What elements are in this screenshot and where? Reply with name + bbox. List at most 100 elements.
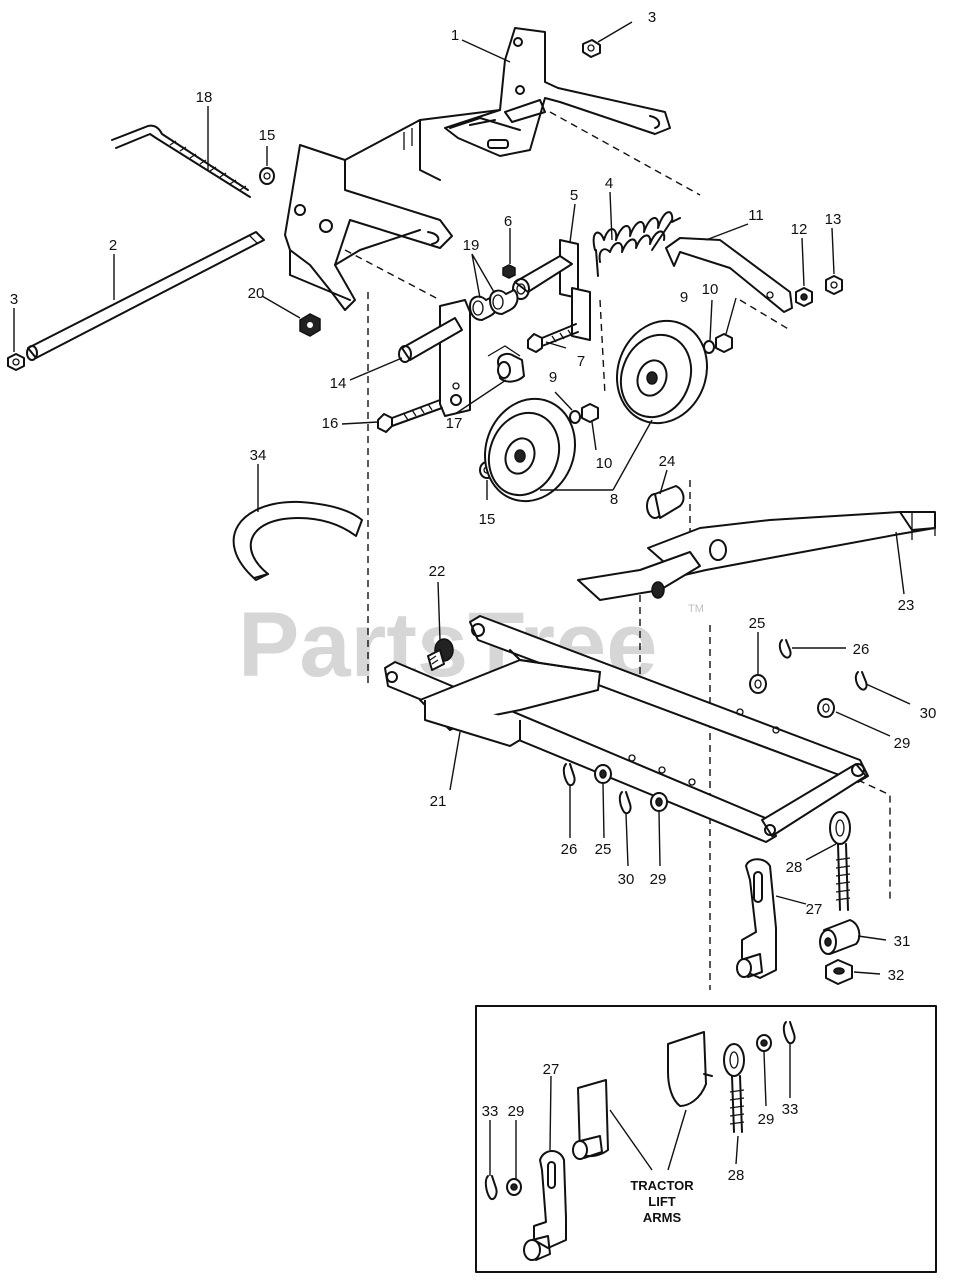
part-19-bushings bbox=[469, 289, 519, 321]
callout-17: 17 bbox=[446, 415, 463, 432]
callout-29-right: 29 bbox=[894, 735, 911, 752]
callout-16: 16 bbox=[322, 415, 339, 432]
callout-4: 4 bbox=[605, 175, 613, 192]
part-29-washer-right bbox=[817, 698, 835, 718]
callout-29-inset-right: 29 bbox=[758, 1111, 775, 1128]
callout-8: 8 bbox=[610, 491, 618, 508]
part-29-washer-lower bbox=[650, 792, 668, 812]
part-5-shaft-plate bbox=[512, 239, 591, 341]
part-25-washer-lower bbox=[594, 764, 612, 784]
leader-lines bbox=[13, 21, 911, 1180]
callout-7: 7 bbox=[577, 353, 585, 370]
part-17-spacer bbox=[487, 345, 525, 383]
callout-13: 13 bbox=[825, 211, 842, 228]
callout-14: 14 bbox=[330, 375, 347, 392]
part-26-clip-right bbox=[778, 639, 792, 659]
callout-22: 22 bbox=[429, 563, 446, 580]
callout-2: 2 bbox=[109, 237, 117, 254]
part-30-clip-lower bbox=[618, 791, 632, 815]
part-9-washer-upper bbox=[703, 340, 715, 354]
part-27-link-bracket bbox=[736, 858, 777, 979]
part-23-lift-arm bbox=[577, 511, 936, 601]
part-2-rod bbox=[26, 231, 265, 361]
part-31-swivel bbox=[819, 919, 861, 955]
part-8-pulley-upper bbox=[615, 319, 709, 425]
callout-15-lower: 15 bbox=[479, 511, 496, 528]
callout-25-right: 25 bbox=[749, 615, 766, 632]
part-25-washer-right bbox=[749, 674, 767, 694]
callout-3-left: 3 bbox=[10, 291, 18, 308]
part-34-belt bbox=[232, 500, 363, 581]
inset-caption-line2: LIFT bbox=[648, 1194, 675, 1209]
callout-33-inset-left: 33 bbox=[482, 1103, 499, 1120]
part-26-clip-lower bbox=[562, 763, 576, 787]
callout-3-top: 3 bbox=[648, 9, 656, 26]
part-15-washer-top bbox=[259, 167, 275, 185]
inset-box: TRACTOR LIFT ARMS bbox=[475, 1005, 937, 1273]
callout-32: 32 bbox=[888, 967, 905, 984]
part-22-pivot-bolt bbox=[427, 638, 454, 671]
part-4-spring bbox=[592, 211, 681, 277]
inset-part-27-bracket bbox=[533, 1150, 567, 1249]
callout-labels: 1 2 3 3 4 5 6 7 8 9 9 10 10 11 12 13 14 … bbox=[10, 9, 937, 1184]
part-10-nut-lower bbox=[581, 403, 599, 423]
inset-part-33-clip-right bbox=[782, 1021, 796, 1045]
part-8-pulley-lower bbox=[483, 397, 577, 503]
part-20-nut bbox=[299, 313, 321, 337]
inset-caption-line1: TRACTOR bbox=[630, 1178, 694, 1193]
callout-34: 34 bbox=[250, 447, 267, 464]
callout-26-right: 26 bbox=[853, 641, 870, 658]
part-1-upper-bracket bbox=[284, 27, 671, 311]
callout-19: 19 bbox=[463, 237, 480, 254]
callout-21: 21 bbox=[430, 793, 447, 810]
part-28-eye-bolt bbox=[829, 811, 851, 911]
part-13-nut bbox=[825, 275, 843, 295]
part-7-bolt bbox=[527, 323, 579, 353]
callout-30-lower: 30 bbox=[618, 871, 635, 888]
part-30-clip-right bbox=[854, 671, 868, 691]
part-32-nut bbox=[825, 959, 853, 985]
callout-27-main: 27 bbox=[806, 901, 823, 918]
callout-25-lower: 25 bbox=[595, 841, 612, 858]
watermark-trademark: TM bbox=[688, 603, 704, 615]
callout-29-lower: 29 bbox=[650, 871, 667, 888]
callout-27-inset: 27 bbox=[543, 1061, 560, 1078]
part-10-nut-upper bbox=[715, 333, 733, 353]
part-16-bolt bbox=[377, 399, 443, 433]
part-6-small-nut bbox=[502, 264, 516, 279]
callout-15-top: 15 bbox=[259, 127, 276, 144]
part-24-pin bbox=[646, 485, 685, 519]
callout-33-inset-right: 33 bbox=[782, 1101, 799, 1118]
part-18-threaded-rod bbox=[111, 124, 251, 198]
callout-28-inset: 28 bbox=[728, 1167, 745, 1184]
callout-24: 24 bbox=[659, 453, 676, 470]
callout-28-main: 28 bbox=[786, 859, 803, 876]
callout-5: 5 bbox=[570, 187, 578, 204]
callout-12: 12 bbox=[791, 221, 808, 238]
callout-20: 20 bbox=[248, 285, 265, 302]
callout-6: 6 bbox=[504, 213, 512, 230]
part-12-nut bbox=[795, 287, 813, 307]
part-14-tube-plate bbox=[398, 299, 471, 417]
callout-10-upper: 10 bbox=[702, 281, 719, 298]
callout-29-inset-left: 29 bbox=[508, 1103, 525, 1120]
inset-lift-arm-right bbox=[667, 1031, 707, 1107]
inset-part-28-eye-bolt bbox=[723, 1043, 745, 1077]
part-21-main-frame bbox=[384, 615, 869, 843]
callout-31: 31 bbox=[894, 933, 911, 950]
callout-18: 18 bbox=[196, 89, 213, 106]
part-9-washer-lower bbox=[569, 410, 581, 424]
inset-caption-line3: ARMS bbox=[643, 1210, 682, 1225]
callout-9-lower: 9 bbox=[549, 369, 557, 386]
part-3-nut-top bbox=[582, 39, 601, 58]
callout-1: 1 bbox=[451, 27, 459, 44]
inset-part-33-clip-left bbox=[484, 1175, 498, 1200]
callout-26-lower: 26 bbox=[561, 841, 578, 858]
callout-11: 11 bbox=[748, 207, 764, 224]
part-11-arm-bracket bbox=[665, 237, 793, 313]
callout-10-lower: 10 bbox=[596, 455, 613, 472]
callout-9-upper: 9 bbox=[680, 289, 688, 306]
callout-30-right: 30 bbox=[920, 705, 937, 722]
part-3-nut-left bbox=[7, 353, 25, 371]
